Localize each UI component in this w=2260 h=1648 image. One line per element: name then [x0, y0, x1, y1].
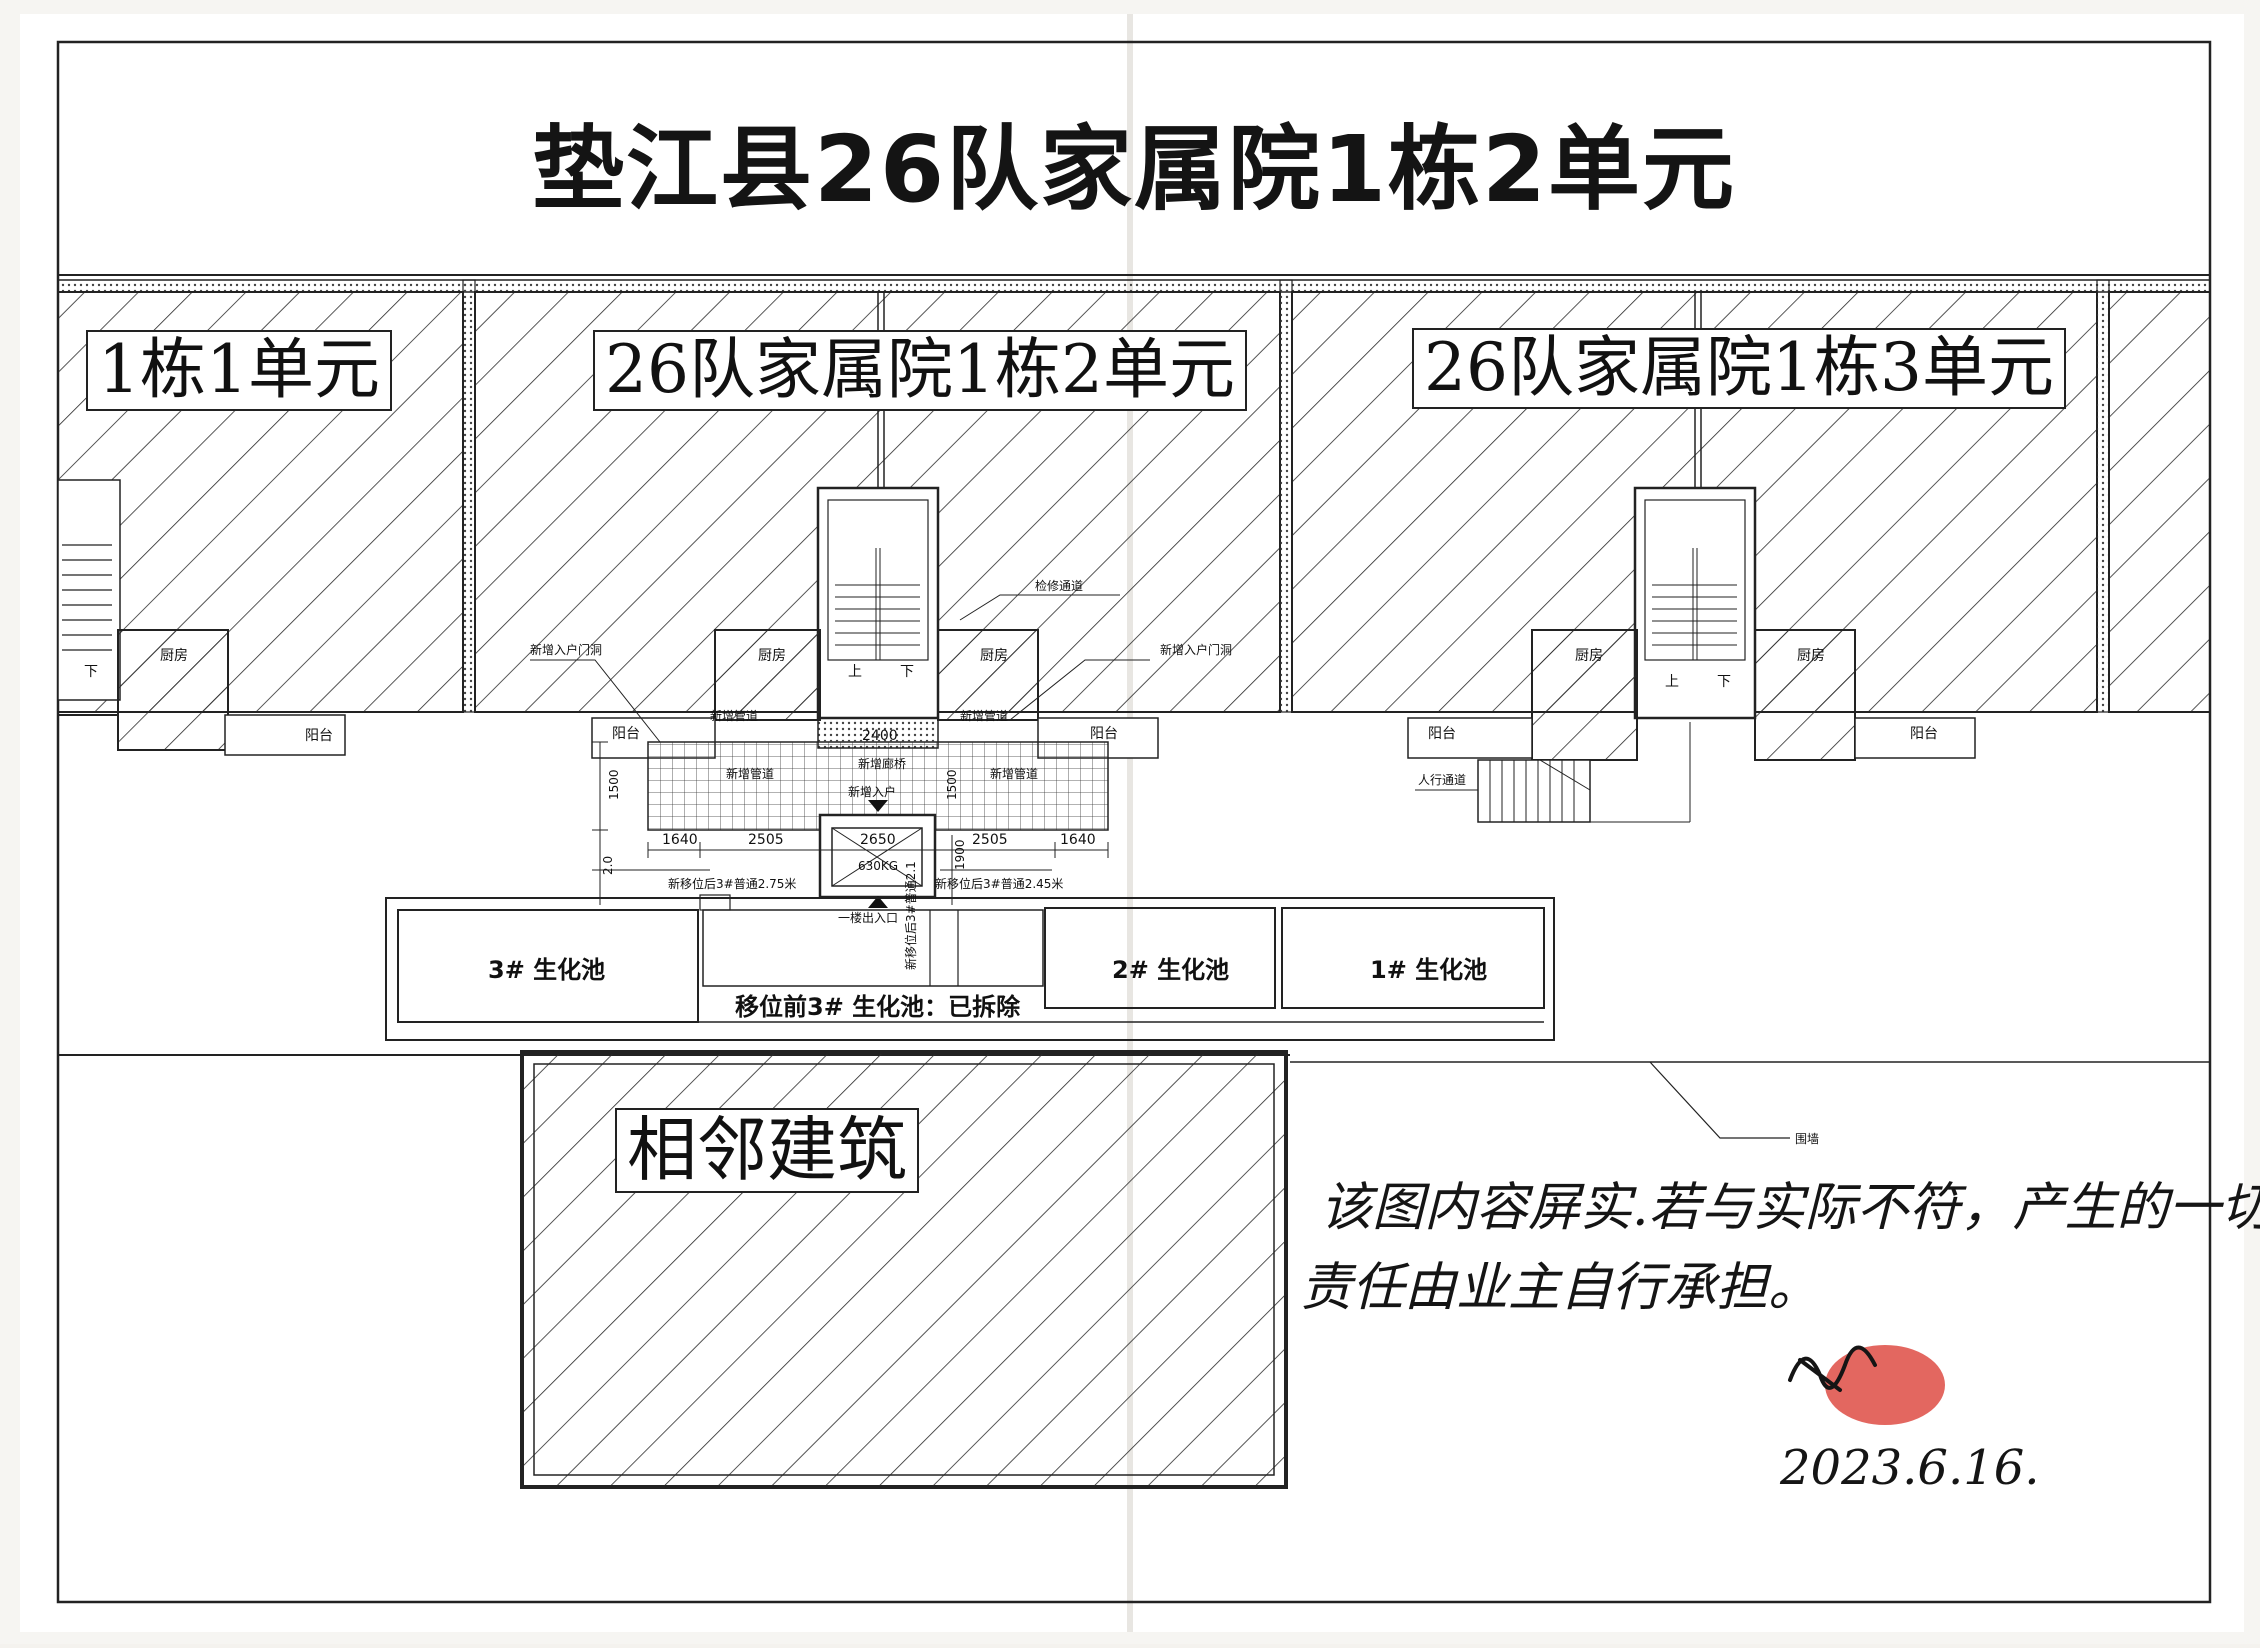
dim-1500-b: 1500	[945, 769, 959, 800]
stair-up-2: 上	[848, 664, 862, 680]
dim-1640-a: 1640	[662, 832, 698, 848]
maintenance-path-label: 检修通道	[1035, 578, 1083, 593]
relocated-right-label: 新移位后3#普通2.45米	[935, 876, 1063, 891]
unit-2-label: 26队家属院1栋2单元	[593, 330, 1247, 411]
new-door-right-label: 新增入户门洞	[1160, 642, 1232, 657]
new-corridor-label: 新增廊桥	[858, 756, 906, 771]
page-title: 垫江县26队家属院1栋2单元	[531, 116, 1737, 223]
pipe-top-left: 新增管道	[710, 708, 758, 723]
dim-2400: 2400	[862, 728, 898, 744]
pipe-left-label: 新增管道	[726, 766, 774, 781]
adjacent-building-label: 相邻建筑	[615, 1108, 919, 1193]
entrance-top-label: 新增入户	[848, 784, 896, 799]
wall-label: 围墙	[1795, 1132, 1819, 1146]
dim-2-0: 2.0	[601, 856, 615, 875]
unit-3-label: 26队家属院1栋3单元	[1412, 328, 2066, 409]
pool-2-label: 2# 生化池	[1112, 956, 1229, 984]
elevator-capacity: 630KG	[858, 859, 898, 873]
dim-2650: 2650	[860, 832, 896, 848]
elevator-entry-label: 一楼出入口	[838, 910, 898, 925]
relocated-left-label: 新移位后3#普通2.75米	[668, 876, 796, 891]
signature	[1788, 1345, 1877, 1392]
pool-3-label: 3# 生化池	[488, 956, 605, 984]
kitchen-label-3b: 厨房	[1797, 648, 1825, 664]
building-outer-wall	[57, 279, 2211, 293]
kitchen-label-2b: 厨房	[980, 648, 1008, 664]
ladder-entry-label: 人行通道	[1418, 773, 1466, 787]
stair-down-3: 下	[1717, 674, 1731, 690]
new-door-left-label: 新增入户门洞	[530, 642, 602, 657]
pipe-right-label: 新增管道	[990, 766, 1038, 781]
dim-2505-b: 2505	[972, 832, 1008, 848]
kitchen-label-2a: 厨房	[758, 648, 786, 664]
unit-1-label: 1栋1单元	[86, 330, 392, 411]
unit-1-block	[57, 279, 476, 820]
stair-down-2: 下	[900, 664, 914, 680]
kitchen-label-3a: 厨房	[1575, 648, 1603, 664]
balcony-label-3a: 阳台	[1428, 726, 1456, 742]
bio-tank-zone	[385, 894, 1555, 1041]
stair-up-3: 上	[1665, 674, 1679, 690]
dim-1500: 1500	[607, 769, 621, 800]
kitchen-label-1: 厨房	[160, 648, 188, 664]
signature-date: 2023.6.16.	[1780, 1440, 2040, 1496]
dim-2505-a: 2505	[748, 832, 784, 848]
pipe-top-right: 新增管道	[960, 708, 1008, 723]
dim-1900: 1900	[953, 839, 967, 870]
dim-1640-b: 1640	[1060, 832, 1096, 848]
pool-caption: 移位前3# 生化池：已拆除	[735, 993, 1021, 1021]
note-line-2: 责任由业主自行承担。	[1300, 1258, 1821, 1318]
balcony-label-2a: 阳台	[612, 726, 640, 742]
balcony-label-1: 阳台	[305, 728, 333, 744]
pool-1-label: 1# 生化池	[1370, 956, 1487, 984]
note-line-1: 该图内容屏实.若与实际不符，产生的一切	[1320, 1178, 2260, 1238]
balcony-label-2b: 阳台	[1090, 726, 1118, 742]
stair-down-1: 下	[84, 664, 98, 680]
seal-mark	[1825, 1345, 1945, 1425]
wall-leader	[1649, 1061, 1790, 1139]
relocated-mid-label: 新移位后3#普通2.1	[903, 861, 918, 970]
balcony-label-3b: 阳台	[1910, 726, 1938, 742]
